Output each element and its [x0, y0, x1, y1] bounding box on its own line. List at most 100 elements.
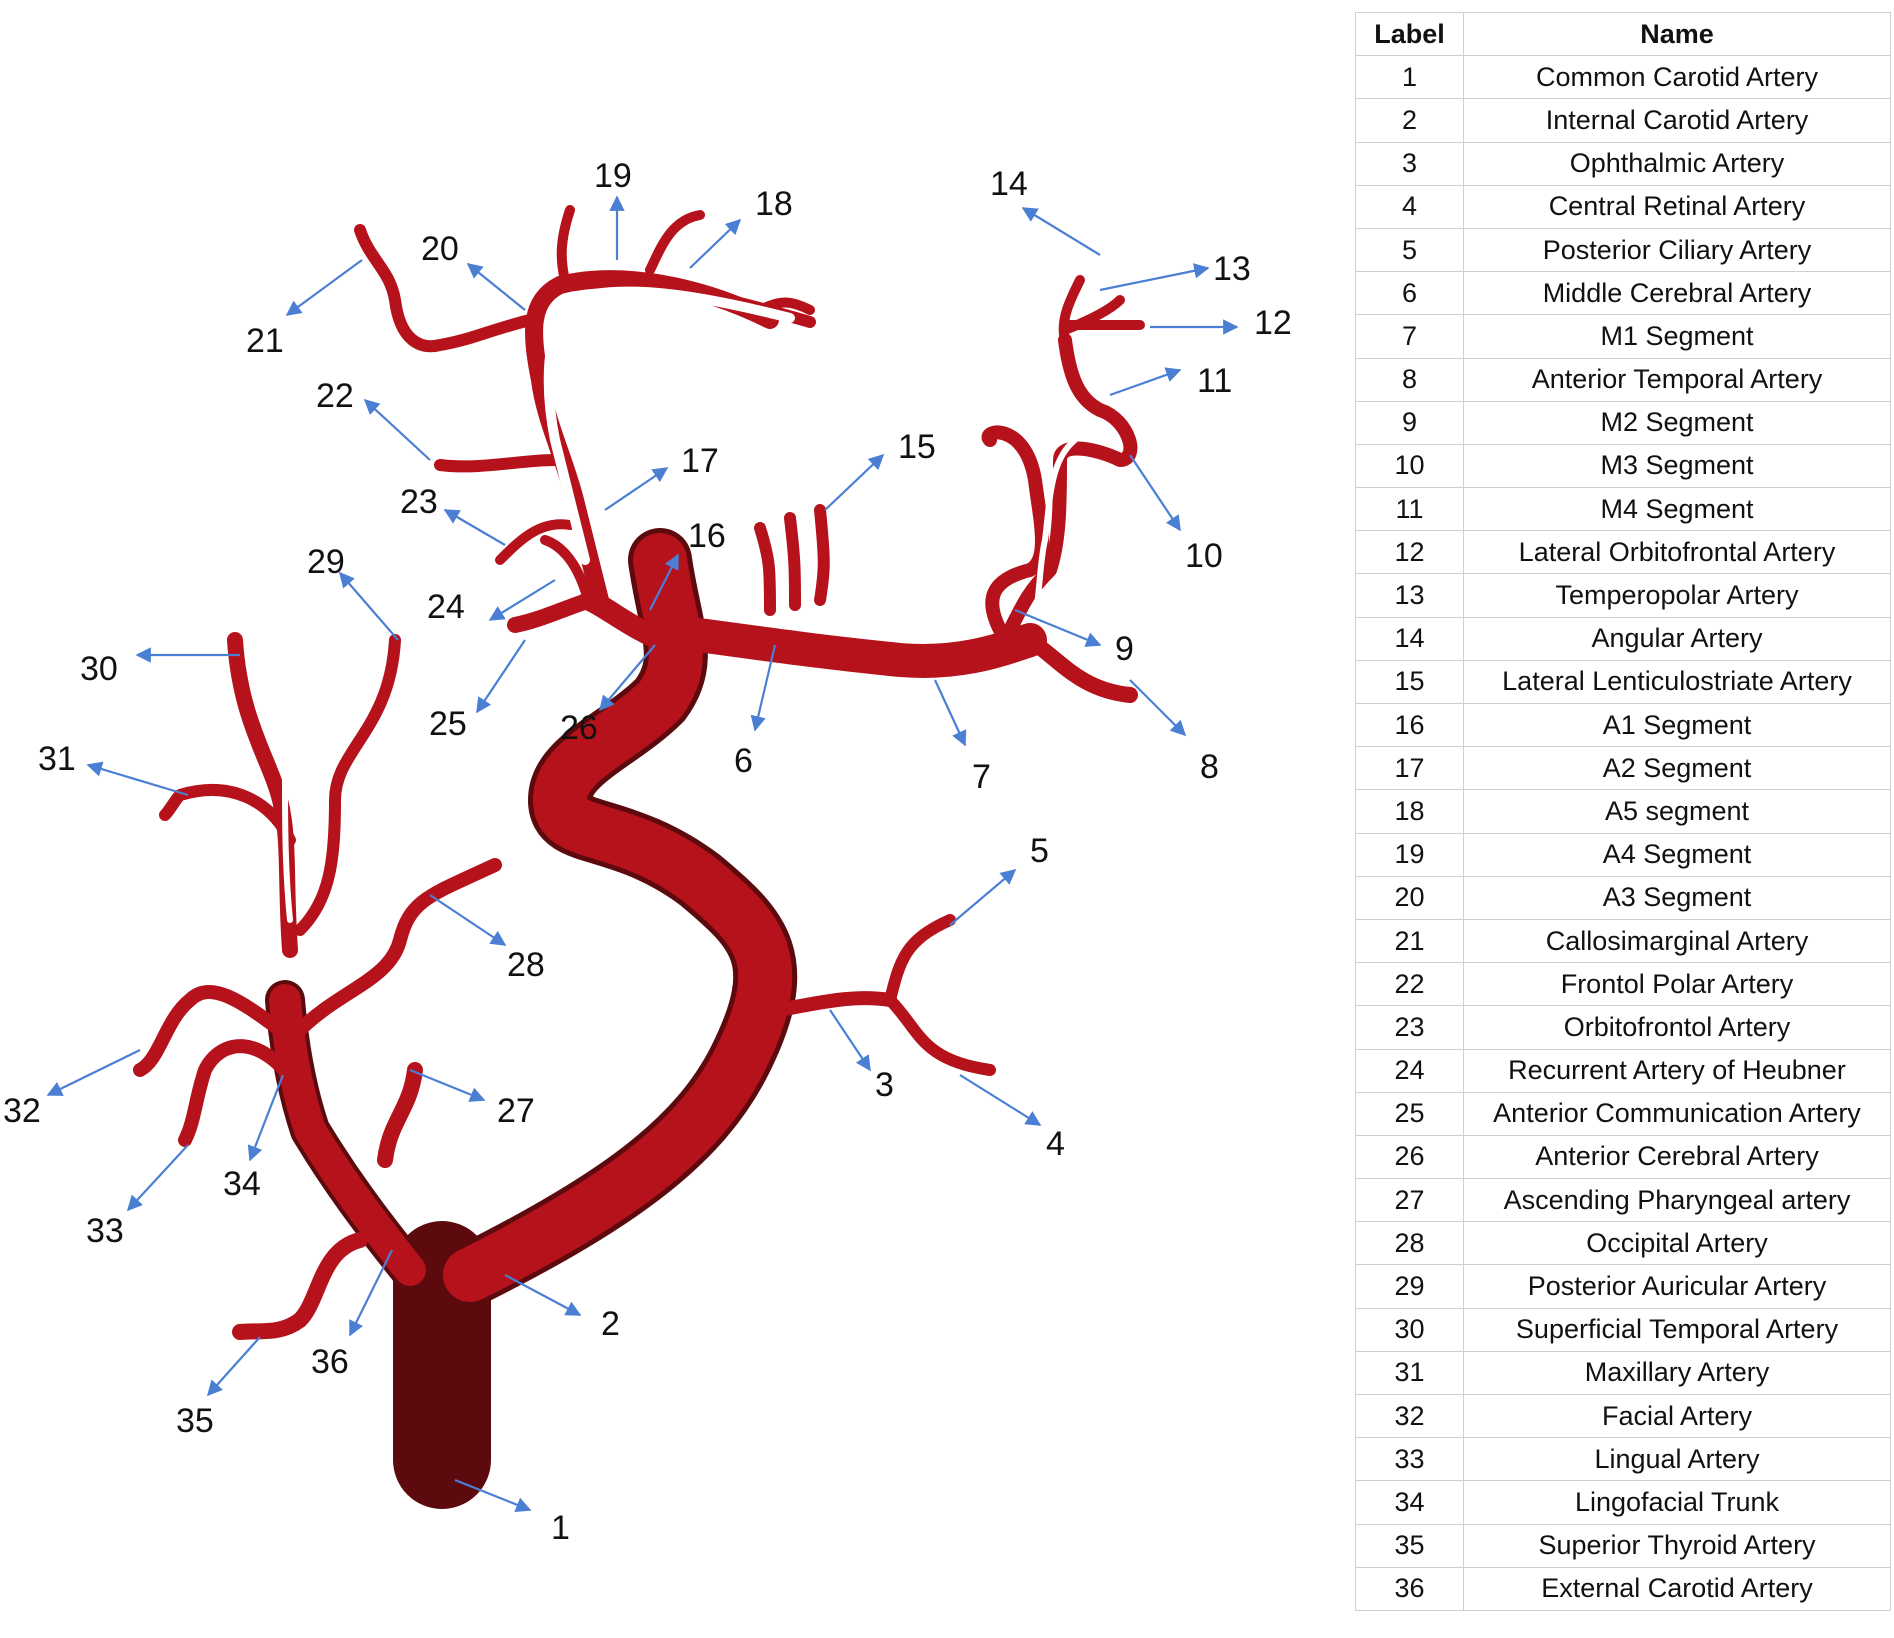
callout-22: 22 [316, 377, 354, 415]
callout-25: 25 [429, 705, 467, 743]
row-label: 6 [1355, 271, 1464, 316]
callout-14: 14 [990, 165, 1028, 203]
row-name: A2 Segment [1463, 746, 1891, 791]
row-label: 9 [1355, 400, 1464, 445]
callout-10: 10 [1185, 537, 1223, 575]
callout-13: 13 [1213, 250, 1251, 288]
row-label: 26 [1355, 1134, 1464, 1180]
callout-1: 1 [551, 1509, 570, 1547]
callout-21: 21 [246, 322, 284, 360]
callout-2: 2 [601, 1305, 620, 1343]
row-label: 12 [1355, 530, 1464, 575]
row-label: 7 [1355, 314, 1464, 359]
row-name: A4 Segment [1463, 832, 1891, 877]
callout-8: 8 [1200, 748, 1219, 786]
row-label: 5 [1355, 227, 1464, 273]
row-name: Ascending Pharyngeal artery [1463, 1178, 1891, 1223]
row-name: Posterior Auricular Artery [1463, 1264, 1891, 1309]
column-header-name: Name [1463, 11, 1891, 57]
row-name: Anterior Communication Artery [1463, 1091, 1891, 1136]
callout-9: 9 [1115, 630, 1134, 668]
row-name: Callosimarginal Artery [1463, 918, 1891, 964]
row-label: 16 [1355, 702, 1464, 748]
callout-32: 32 [3, 1092, 41, 1130]
callout-4: 4 [1046, 1125, 1065, 1163]
callout-19: 19 [594, 157, 632, 195]
callout-35: 35 [176, 1402, 214, 1440]
row-label: 36 [1355, 1566, 1464, 1611]
row-label: 13 [1355, 573, 1464, 618]
row-name: Posterior Ciliary Artery [1463, 227, 1891, 273]
row-label: 25 [1355, 1091, 1464, 1136]
row-label: 3 [1355, 141, 1464, 186]
row-name: Occipital Artery [1463, 1221, 1891, 1266]
vessel-tree [133, 205, 1145, 1509]
row-name: A3 Segment [1463, 875, 1891, 920]
table-header-row: Label Name [1355, 11, 1891, 57]
callout-11: 11 [1197, 362, 1232, 400]
row-name: Anterior Cerebral Artery [1463, 1134, 1891, 1180]
row-name: Central Retinal Artery [1463, 184, 1891, 229]
row-label: 33 [1355, 1437, 1464, 1482]
row-label: 18 [1355, 789, 1464, 834]
callout-34: 34 [223, 1165, 261, 1203]
row-name: M2 Segment [1463, 400, 1891, 445]
row-name: Common Carotid Artery [1463, 55, 1891, 100]
callout-17: 17 [681, 442, 719, 480]
row-name: Lateral Lenticulostriate Artery [1463, 659, 1891, 705]
row-label: 1 [1355, 55, 1464, 100]
row-label: 34 [1355, 1480, 1464, 1525]
row-name: Frontol Polar Artery [1463, 962, 1891, 1007]
callout-12: 12 [1254, 304, 1292, 342]
row-label: 24 [1355, 1048, 1464, 1093]
row-name: M3 Segment [1463, 443, 1891, 489]
row-name: Superficial Temporal Artery [1463, 1307, 1891, 1352]
row-name: Facial Artery [1463, 1393, 1891, 1439]
callout-7: 7 [972, 758, 991, 796]
row-label: 31 [1355, 1350, 1464, 1396]
callout-15: 15 [898, 428, 936, 466]
callout-33: 33 [86, 1212, 124, 1250]
callout-29: 29 [307, 543, 345, 581]
row-name: Lingofacial Trunk [1463, 1480, 1891, 1525]
row-label: 22 [1355, 962, 1464, 1007]
callout-3: 3 [875, 1066, 894, 1104]
callout-36: 36 [311, 1343, 349, 1381]
row-label: 32 [1355, 1393, 1464, 1439]
row-name: Middle Cerebral Artery [1463, 271, 1891, 316]
row-name: Maxillary Artery [1463, 1350, 1891, 1396]
callout-26: 26 [560, 709, 598, 747]
row-label: 29 [1355, 1264, 1464, 1309]
row-label: 20 [1355, 875, 1464, 920]
callout-18: 18 [755, 185, 793, 223]
callout-5: 5 [1030, 832, 1049, 870]
row-name: A1 Segment [1463, 702, 1891, 748]
callout-30: 30 [80, 650, 118, 688]
callout-24: 24 [427, 588, 465, 626]
callout-6: 6 [734, 742, 753, 780]
callout-23: 23 [400, 483, 438, 521]
row-name: Anterior Temporal Artery [1463, 357, 1891, 402]
row-name: M4 Segment [1463, 487, 1891, 532]
row-label: 10 [1355, 443, 1464, 489]
row-name: Ophthalmic Artery [1463, 141, 1891, 186]
callout-numbers: 1 2 3 4 5 6 7 8 9 10 11 12 13 14 15 16 1… [3, 157, 1292, 1547]
